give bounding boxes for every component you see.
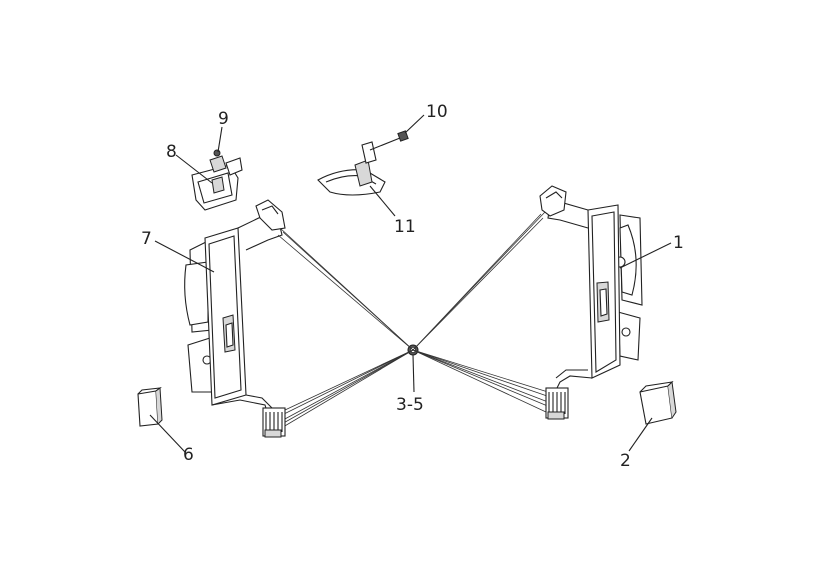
wiring-harness-cables [277, 211, 551, 431]
right-lower-connector [545, 387, 569, 420]
callout-7: 7 [141, 229, 152, 249]
callout-10: 10 [426, 102, 448, 122]
top-mirror-bracket [317, 130, 409, 196]
callout-6: 6 [183, 445, 194, 465]
left-small-cover [137, 387, 163, 427]
callout-9: 9 [218, 109, 229, 129]
right-mirror-mount [539, 185, 567, 217]
callout-11: 11 [394, 217, 416, 237]
left-lower-connector [262, 407, 286, 438]
right-door-panel [547, 201, 643, 391]
right-small-cover [639, 380, 677, 425]
callout-1: 1 [673, 233, 684, 253]
left-small-housing [191, 149, 243, 211]
callout-8: 8 [166, 142, 177, 162]
callout-3-5: 3-5 [396, 395, 424, 415]
left-door-panel [184, 214, 283, 416]
callout-2: 2 [620, 451, 631, 471]
left-mirror-mount [255, 199, 286, 231]
leader-lines [149, 114, 672, 453]
